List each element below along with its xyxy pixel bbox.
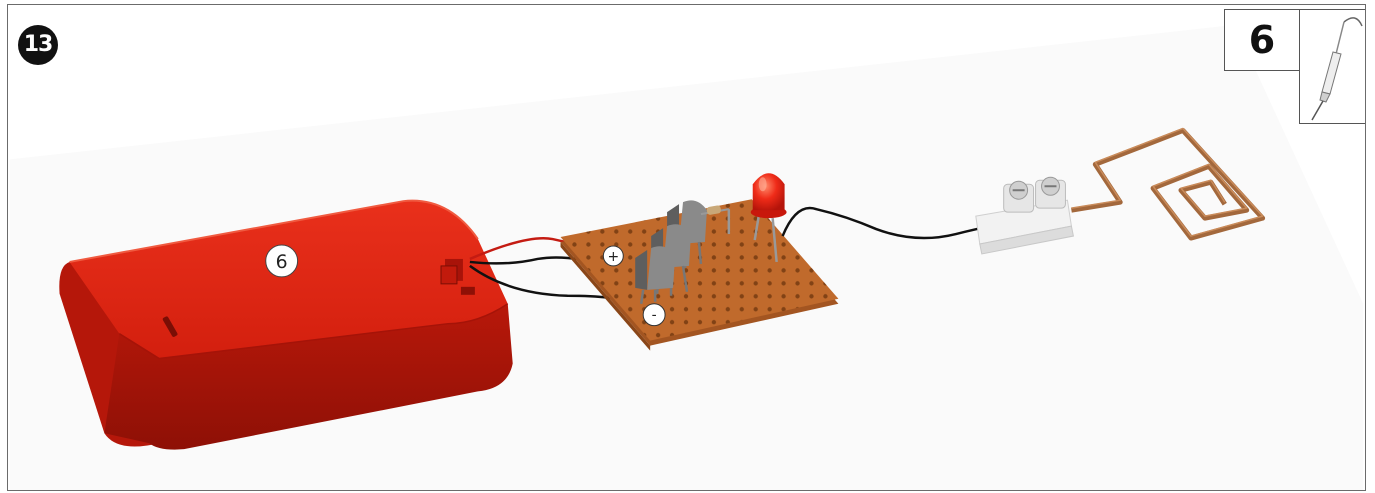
minus-label: - (652, 308, 657, 324)
copper-spiral (1071, 127, 1266, 241)
battery-label: 6 (276, 251, 288, 273)
stripboard (560, 199, 839, 351)
terminal-block (975, 176, 1074, 255)
step-number-badge: 13 (18, 25, 58, 65)
led (750, 173, 787, 263)
circuit-scene: 6 + - (9, 24, 1364, 490)
black-wire-output (781, 206, 991, 240)
soldering-iron-icon (1311, 17, 1363, 121)
plus-label: + (607, 249, 619, 265)
copper-spiral-highlight (1071, 127, 1264, 237)
diagram-frame: 6 + - (7, 4, 1366, 491)
minus-marker: - (642, 303, 666, 327)
tool-count-box: 6 (1224, 9, 1300, 71)
resistor (700, 205, 731, 235)
plus-marker: + (602, 245, 624, 267)
transistor-3 (635, 246, 676, 304)
tool-icon-box (1299, 9, 1365, 124)
battery-pack: 6 (59, 199, 513, 450)
